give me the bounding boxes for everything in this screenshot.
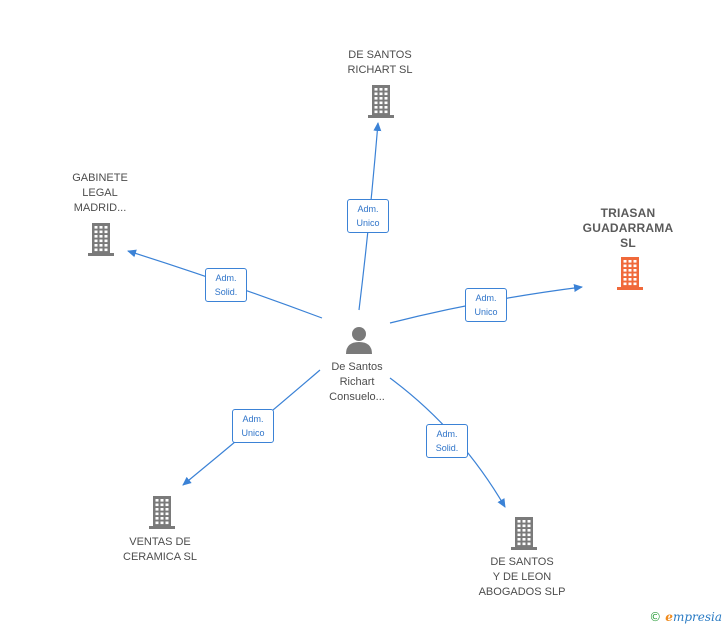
company-node-gabinete-legal[interactable]	[85, 221, 117, 262]
relation-badge-ventas-ceramica[interactable]: Adm. Unico	[232, 409, 274, 443]
company-label-ventas-ceramica-line: CERAMICA SL	[123, 551, 197, 563]
company-node-ventas-ceramica[interactable]	[146, 494, 178, 535]
person-icon	[346, 327, 372, 354]
relation-badge-line: Solid.	[214, 287, 238, 297]
relation-badge-line: Adm.	[242, 414, 264, 424]
company-label-de-santos-leon-line: ABOGADOS SLP	[478, 586, 566, 598]
company-label-ventas-ceramica-line: VENTAS DE	[129, 536, 191, 548]
company-node-de-santos-richart[interactable]	[365, 83, 397, 124]
person-label-line: Consuelo...	[329, 391, 385, 403]
person-label-line: De Santos	[331, 361, 383, 373]
copyright-symbol: ©	[649, 610, 662, 624]
building-icon	[368, 85, 394, 118]
company-node-de-santos-leon[interactable]	[508, 515, 540, 556]
company-label-de-santos-richart-line: RICHART SL	[347, 64, 413, 76]
relation-badge-line: Unico	[241, 428, 265, 438]
company-label-de-santos-leon-line: Y DE LEON	[492, 571, 552, 583]
person-node[interactable]	[344, 325, 374, 360]
company-label-de-santos-richart-line: DE SANTOS	[348, 49, 412, 61]
footer-brand[interactable]: ©empresia	[649, 610, 722, 624]
company-label-de-santos-richart[interactable]: DE SANTOS RICHART SL	[347, 48, 412, 78]
person-label-line: Richart	[339, 376, 375, 388]
company-label-gabinete-legal-line: GABINETE	[72, 172, 128, 184]
relation-badge-line: Unico	[356, 218, 380, 228]
relation-badge-line: Adm.	[475, 293, 497, 303]
relation-badge-line: Solid.	[435, 443, 459, 453]
company-label-de-santos-leon-line: DE SANTOS	[490, 556, 554, 568]
company-label-triasan-line: TRIASAN	[600, 206, 656, 220]
company-label-ventas-ceramica[interactable]: VENTAS DE CERAMICA SL	[123, 535, 197, 565]
company-label-triasan-line: GUADARRAMA	[582, 221, 674, 235]
relation-badge-line: Adm.	[215, 273, 237, 283]
company-label-de-santos-leon[interactable]: DE SANTOS Y DE LEON ABOGADOS SLP	[479, 555, 566, 600]
company-label-triasan-line: SL	[620, 236, 636, 250]
company-label-gabinete-legal-line: MADRID...	[73, 202, 127, 214]
relation-badge-line: Adm.	[436, 429, 458, 439]
company-label-gabinete-legal-line: LEGAL	[82, 187, 118, 199]
relation-badge-de-santos-richart[interactable]: Adm. Unico	[347, 199, 389, 233]
building-icon	[617, 257, 643, 290]
relation-badge-line: Unico	[474, 307, 498, 317]
relation-badge-de-santos-leon[interactable]: Adm. Solid.	[426, 424, 468, 458]
company-node-triasan[interactable]	[614, 255, 646, 296]
company-label-gabinete-legal[interactable]: GABINETE LEGAL MADRID...	[72, 171, 128, 216]
relation-badge-line: Adm.	[357, 204, 379, 214]
building-icon	[511, 517, 537, 550]
building-icon	[149, 496, 175, 529]
brand-logo: empresia	[665, 610, 722, 624]
relation-badge-gabinete-legal[interactable]: Adm. Solid.	[205, 268, 247, 302]
relation-badge-triasan[interactable]: Adm. Unico	[465, 288, 507, 322]
building-icon	[88, 223, 114, 256]
